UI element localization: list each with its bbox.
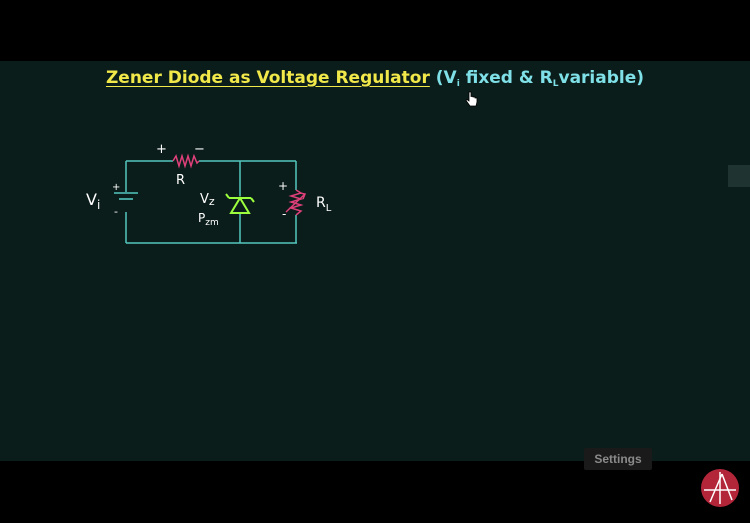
hand-cursor-icon <box>465 91 478 107</box>
resistor-minus-sign: − <box>194 142 205 157</box>
zener-power-label: Pzm <box>198 211 219 228</box>
resistor-plus-sign: + <box>156 142 167 157</box>
source-label: Vi <box>86 190 100 212</box>
zener-voltage-label: Vz <box>200 192 215 208</box>
zener-diode-icon <box>225 193 255 214</box>
side-panel-toggle[interactable] <box>728 165 750 187</box>
settings-tooltip: Settings <box>584 448 652 470</box>
load-minus-sign: - <box>282 207 286 221</box>
zener-regulator-circuit: + − R Vi + - Vz Pzm + - RL <box>86 142 332 244</box>
source-plus-sign: + <box>112 182 120 193</box>
channel-logo-icon[interactable] <box>700 468 740 508</box>
circuit-wires <box>125 160 297 244</box>
player-control-bar[interactable] <box>0 461 750 523</box>
blackboard-canvas <box>0 61 750 461</box>
title-main-text: Zener Diode as Voltage Regulator <box>105 68 430 88</box>
load-label: RL <box>316 195 332 214</box>
resistor-label: R <box>176 173 185 188</box>
battery-icon <box>114 192 138 200</box>
title-sub-text: (Vi fixed & RLvariable) <box>435 68 645 89</box>
load-plus-sign: + <box>278 179 288 193</box>
variable-resistor-icon <box>285 189 307 216</box>
lecture-title: Zener Diode as Voltage Regulator (Vi fix… <box>0 68 750 89</box>
resistor-icon <box>172 153 200 169</box>
source-minus-sign: - <box>114 205 118 218</box>
